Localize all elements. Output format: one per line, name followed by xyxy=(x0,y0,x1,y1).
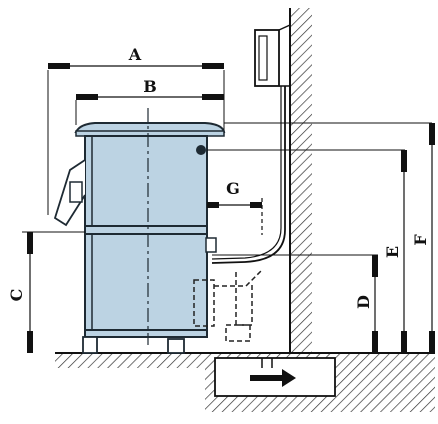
wall xyxy=(289,8,312,353)
dimension-a xyxy=(48,63,224,69)
dimension-e xyxy=(401,150,407,353)
drain-duct xyxy=(214,357,336,397)
appliance-upper-body xyxy=(84,135,208,229)
drain-trap-dashed xyxy=(193,269,263,342)
label-g: G xyxy=(226,179,240,198)
flow-arrow-icon xyxy=(250,369,296,387)
label-b: B xyxy=(143,77,157,96)
label-a: A xyxy=(128,45,142,64)
appliance-lid xyxy=(74,122,226,133)
dimension-f xyxy=(429,123,435,353)
label-c: C xyxy=(7,289,26,302)
appliance xyxy=(53,108,226,354)
label-e: E xyxy=(383,246,402,258)
foot-left xyxy=(82,336,98,354)
label-f: F xyxy=(411,234,430,246)
dimension-b xyxy=(76,94,224,100)
power-cable xyxy=(211,86,286,264)
dimension-d xyxy=(372,255,378,353)
label-d: D xyxy=(354,295,373,309)
control-box xyxy=(254,24,291,87)
foot-right xyxy=(167,338,185,354)
knob-icon xyxy=(196,145,206,155)
appliance-lower-body xyxy=(84,233,208,333)
dimension-g xyxy=(207,198,263,235)
dimension-c xyxy=(22,231,85,353)
